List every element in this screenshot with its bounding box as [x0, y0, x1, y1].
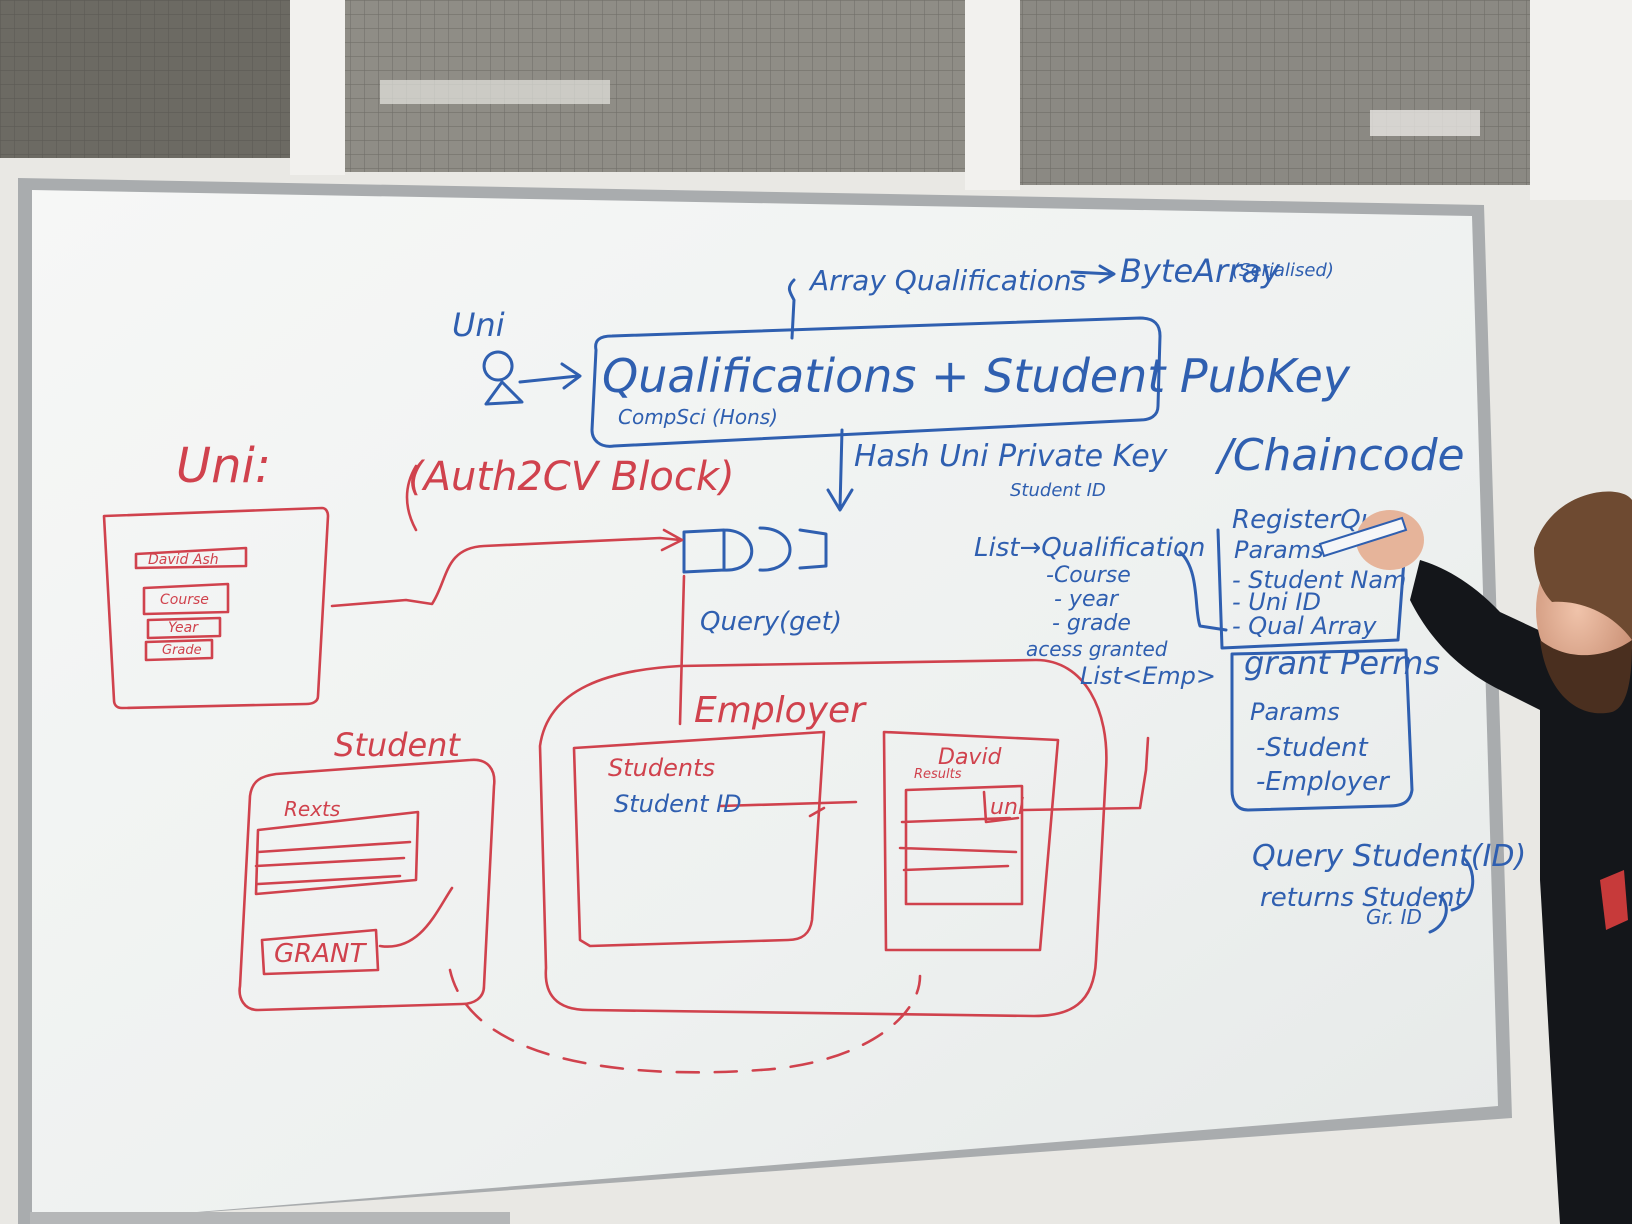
- employer-label: Employer: [694, 690, 867, 731]
- uni-heading: Uni:: [176, 438, 271, 494]
- student-label: Student: [334, 726, 461, 764]
- qualification-box-title: Qualifications + Student PubKey: [602, 349, 1351, 403]
- student-id-label: Student ID: [614, 790, 742, 818]
- student-app-frame: [238, 758, 496, 1012]
- qual-item-grade: - grade: [1052, 611, 1131, 636]
- access-granted: acess granted: [1026, 637, 1168, 661]
- red-text-layer: Uni: (Auth2CV Block) David Ash Course Ye…: [148, 438, 1024, 969]
- presenter-arm: [1410, 560, 1560, 720]
- query-student-id: Query Student(ID): [1252, 839, 1526, 874]
- array-note: Array Qualifications: [808, 264, 1086, 297]
- grant-params-label: Params: [1250, 698, 1340, 726]
- presenter-hand: [1356, 510, 1424, 570]
- grant-param-employer: -Employer: [1256, 767, 1391, 797]
- chaincode-param-student: - Student Nam: [1232, 566, 1406, 594]
- chaincode-param-uni: - Uni ID: [1232, 588, 1321, 616]
- qualification-box-outline: [590, 316, 1162, 448]
- presenter-body: [1540, 564, 1632, 1224]
- uni-to-block-arrow: [330, 528, 684, 608]
- bottom-red-diagram: [102, 464, 1150, 1074]
- qual-item-course: -Course: [1046, 563, 1131, 588]
- list-qualification: List→Qualification: [974, 533, 1205, 563]
- grant-perms-title: grant Perms: [1244, 644, 1440, 682]
- chaincode-register-box: [1216, 528, 1406, 650]
- top-blue-diagram: [482, 264, 1475, 934]
- query-bracket: [1450, 856, 1475, 912]
- david-label: David: [938, 745, 1003, 770]
- query-line: [678, 574, 686, 726]
- student-id-small: Student ID: [1010, 480, 1106, 501]
- grant-button: GRANT: [274, 939, 367, 969]
- students-panel: [572, 730, 826, 948]
- block-bracket: [405, 464, 418, 532]
- david-panel: [882, 730, 1060, 952]
- bytearray-text: ByteArray: [1120, 252, 1281, 290]
- marker-pen: [1318, 516, 1408, 558]
- blue-text-layer: Array Qualifications ByteArray (Serialis…: [452, 252, 1526, 929]
- person-arrow: [518, 362, 582, 390]
- david-results-box: [898, 784, 1024, 906]
- chaincode-title: /Chaincode: [1214, 430, 1465, 481]
- dashed-connection: [448, 968, 922, 1074]
- person-icon: [482, 350, 524, 406]
- employer-app-frame: [538, 658, 1108, 1018]
- form-grade: Grade: [162, 643, 202, 658]
- qual-item-year: - year: [1054, 587, 1120, 612]
- uni-tag: uni: [990, 795, 1024, 820]
- presenter: [1318, 491, 1632, 1224]
- returns-student: returns Student: [1260, 883, 1465, 913]
- serialised-text: (Serialised): [1232, 260, 1334, 281]
- qualification-brace: [1178, 550, 1228, 632]
- students-label: Students: [608, 754, 715, 782]
- results-small: Results: [914, 767, 962, 782]
- form-course: Course: [160, 592, 209, 608]
- presenter-beard: [1540, 640, 1632, 714]
- hash-arrow: [826, 428, 854, 512]
- results-label: Rexts: [284, 797, 340, 821]
- whiteboard-surface: [32, 190, 1498, 1224]
- block-label: (Auth2CV Block): [408, 454, 735, 500]
- uni-label-top: Uni: [452, 306, 505, 344]
- form-name: David Ash: [148, 552, 219, 568]
- array-pointer: [787, 278, 796, 340]
- results-panel: [254, 810, 420, 896]
- grant-button-outline: [260, 928, 380, 976]
- uni-app-frame: [102, 506, 330, 710]
- returns-sub: Gr. ID: [1366, 905, 1422, 929]
- chaincode-param-qual: - Qual Array: [1232, 612, 1377, 640]
- form-year: Year: [168, 620, 199, 636]
- qualification-box-sub: CompSci (Hons): [618, 405, 778, 429]
- presenter-logo: [1600, 870, 1628, 930]
- bytearray-arrow: [1070, 264, 1116, 284]
- hash-note: Hash Uni Private Key: [854, 439, 1169, 474]
- chaincode-params: Params: [1234, 536, 1324, 564]
- chaincode-register: RegisterQu: [1232, 505, 1377, 535]
- hash-blocks: [682, 526, 828, 574]
- returns-bracket: [1428, 894, 1448, 934]
- list-emp: List<Emp>: [1080, 662, 1216, 690]
- grant-param-student: -Student: [1256, 733, 1369, 763]
- query-get: Query(get): [700, 607, 842, 637]
- presenter-hair: [1534, 491, 1632, 640]
- chaincode-grant-box: [1230, 648, 1414, 812]
